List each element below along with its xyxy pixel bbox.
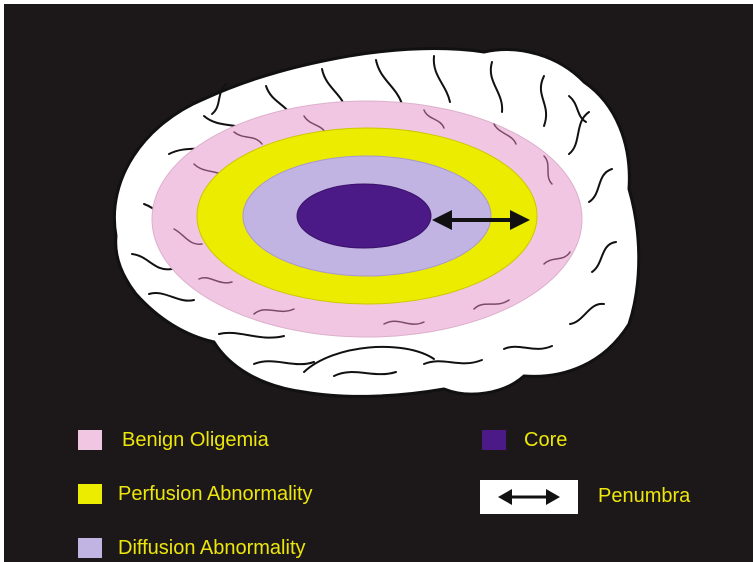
benign-oligemia-swatch — [78, 430, 102, 450]
core-region — [297, 184, 431, 248]
perfusion-abnormality-swatch — [78, 484, 102, 504]
core-label: Core — [524, 428, 567, 452]
penumbra-arrow-box — [480, 480, 578, 514]
perfusion-abnormality-label: Perfusion Abnormality — [118, 482, 313, 506]
diffusion-abnormality-swatch — [78, 538, 102, 558]
penumbra-label: Penumbra — [598, 484, 690, 508]
benign-oligemia-label: Benign Oligemia — [122, 428, 269, 452]
double-arrow-icon — [480, 480, 578, 514]
brain-diagram — [4, 4, 753, 562]
core-swatch — [482, 430, 506, 450]
figure-panel: Benign Oligemia Perfusion Abnormality Di… — [4, 4, 753, 562]
diffusion-abnormality-label: Diffusion Abnormality — [118, 536, 306, 560]
